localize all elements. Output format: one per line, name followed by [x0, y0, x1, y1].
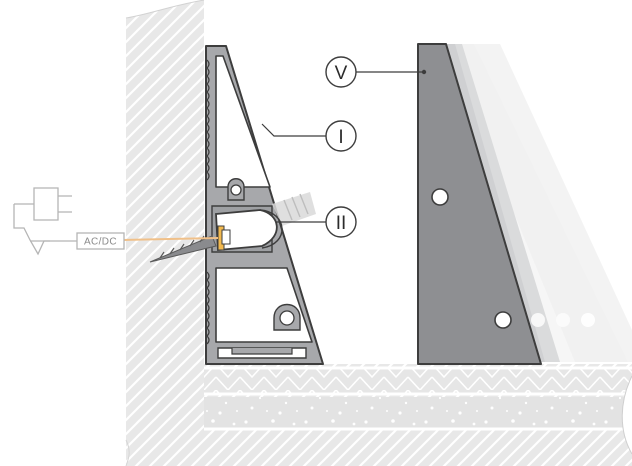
wall — [125, 0, 205, 364]
callout-i: I — [325, 120, 357, 152]
floor-screed — [204, 397, 632, 429]
floor — [125, 364, 632, 466]
acdc-box — [76, 232, 125, 250]
screw-icon — [149, 192, 316, 263]
end-cap-hole-bottom — [494, 311, 512, 329]
callout-v-label: V — [335, 63, 348, 84]
end-cap-hole-top — [431, 188, 449, 206]
callout-v: V — [325, 56, 357, 88]
callout-i-label: I — [338, 127, 343, 148]
diffuser-icon — [215, 209, 283, 251]
power-supply: AC/DC — [13, 187, 219, 256]
floor-covering — [204, 368, 632, 394]
end-cap — [417, 43, 542, 365]
plug-icon — [13, 187, 72, 256]
callout-leaders — [261, 69, 427, 223]
skirting-profile — [205, 45, 324, 365]
upper-cavity — [215, 55, 271, 188]
light-beam-fan — [445, 44, 632, 362]
acdc-label: AC/DC — [84, 237, 117, 248]
callout-ii: II — [325, 206, 357, 238]
callout-ii-label: II — [336, 213, 347, 234]
